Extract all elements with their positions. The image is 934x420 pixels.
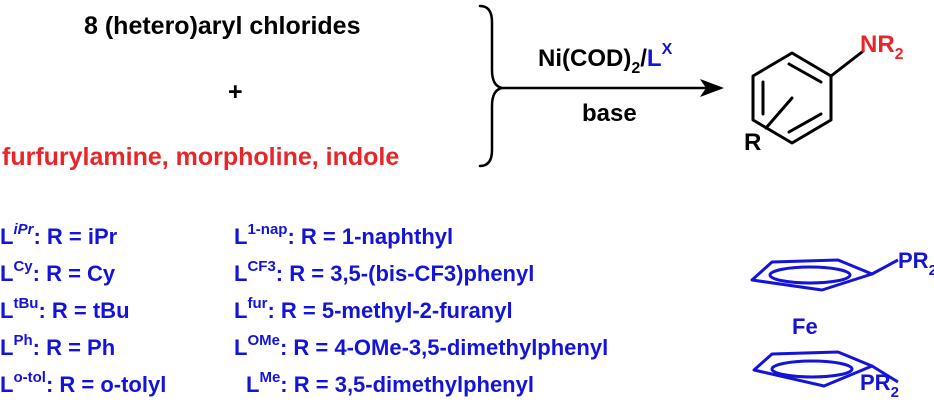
catalyst-label: Ni(COD)2/LX xyxy=(538,41,673,77)
catalyst-subscript: 2 xyxy=(631,60,640,77)
ligand-superscript: OMe xyxy=(247,332,280,349)
ligand-letter: L xyxy=(246,372,259,397)
ligand-entry: LiPr: R = iPr xyxy=(0,221,118,249)
ligand-letter: L xyxy=(234,261,247,286)
ligand-substituent: Cy xyxy=(87,261,116,286)
ligand-separator: : R = xyxy=(33,224,87,249)
ligand-entry: LPh: R = Ph xyxy=(0,332,115,360)
ligand-separator: : R = xyxy=(33,261,87,286)
ferrocene-top-subscript: 2 xyxy=(929,262,934,279)
ligand-letter: L xyxy=(0,335,13,360)
ligand-letter: L xyxy=(234,335,247,360)
ligand-separator: : R = xyxy=(38,298,92,323)
ligand-substituent: 4-OMe-3,5-dimethylphenyl xyxy=(334,335,608,360)
ligand-entry: Lo-tol: R = o-tolyl xyxy=(0,369,166,397)
ligand-superscript: Ph xyxy=(13,332,32,349)
reaction-arrow-head xyxy=(700,79,724,97)
ligand-substituent: o-tolyl xyxy=(100,372,166,397)
ligand-superscript: 1-nap xyxy=(247,221,287,238)
ligand-letter: L xyxy=(0,224,13,249)
ligand-entry: Lfur: R = 5-methyl-2-furanyl xyxy=(234,295,513,323)
ligand-separator: : R = xyxy=(46,372,100,397)
ligand-letter: L xyxy=(0,261,13,286)
ligand-letter: L xyxy=(234,224,247,249)
reactant-amines: furfurylamine, morpholine, indole xyxy=(2,143,399,171)
ligand-separator: : R = xyxy=(280,372,334,397)
ligand-letter: L xyxy=(0,372,13,397)
base-label: base xyxy=(582,100,637,127)
reactant-aryl-chlorides: 8 (hetero)aryl chlorides xyxy=(84,12,360,40)
ligand-separator: : R = xyxy=(287,224,341,249)
product-ring-substituent: R xyxy=(744,129,761,156)
ligand-list-right: L1-nap: R = 1-naphthyl LCF3: R = 3,5-(bi… xyxy=(234,221,608,397)
ligand-substituent: iPr xyxy=(88,224,118,249)
ligand-entry: LMe: R = 3,5-dimethylphenyl xyxy=(246,369,534,397)
ferrocene-top-pr: PR xyxy=(898,248,929,273)
ligand-superscript: Me xyxy=(259,369,280,386)
product-amine-subscript: 2 xyxy=(895,46,904,63)
ligand-separator: : R = xyxy=(280,335,334,360)
ligand-entry: LOMe: R = 4-OMe-3,5-dimethylphenyl xyxy=(234,332,608,360)
plus-sign: + xyxy=(228,78,243,106)
ferrocene-iron: Fe xyxy=(792,314,818,339)
ligand-substituent: 3,5-dimethylphenyl xyxy=(335,372,534,397)
ligand-substituent: 1-naphthyl xyxy=(342,224,453,249)
ferrocene-bottom-pr: PR xyxy=(860,370,891,395)
ligand-superscript: Cy xyxy=(13,258,33,275)
catalyst-nickel: Ni(COD) xyxy=(538,45,631,72)
ferrocene-top-phosphine: PR2 xyxy=(898,248,934,279)
ferrocene-top-ring xyxy=(750,258,899,292)
ligand-letter: L xyxy=(0,298,13,323)
ferrocene-bottom-subscript: 2 xyxy=(891,384,899,401)
product-benzene-ring xyxy=(751,50,864,145)
ligand-letter: L xyxy=(234,298,247,323)
ligand-list-left: LiPr: R = iPr LCy: R = Cy LtBu: R = tBu … xyxy=(0,221,166,397)
ferrocene-bottom-ring xyxy=(752,350,899,388)
ligand-entry: LCy: R = Cy xyxy=(0,258,116,286)
ligand-superscript: iPr xyxy=(13,221,34,238)
curly-brace xyxy=(478,4,504,168)
catalyst-ligand-superscript: X xyxy=(662,41,673,58)
ligand-separator: : R = xyxy=(33,335,87,360)
ligand-separator: : R = xyxy=(276,261,330,286)
product-amine-nr: NR xyxy=(860,31,895,58)
ligand-superscript: o-tol xyxy=(13,369,45,386)
ligand-substituent: tBu xyxy=(93,298,130,323)
ligand-entry: L1-nap: R = 1-naphthyl xyxy=(234,221,453,249)
catalyst-ligand: L xyxy=(647,45,662,72)
ligand-substituent: Ph xyxy=(87,335,115,360)
ligand-separator: : R = xyxy=(267,298,321,323)
ferrocene-bottom-phosphine: PR2 xyxy=(860,370,899,401)
product-amine-group: NR2 xyxy=(860,31,904,63)
catalyst-slash: / xyxy=(640,45,647,72)
ligand-superscript: fur xyxy=(247,295,267,312)
ligand-entry: LCF3: R = 3,5-(bis-CF3)phenyl xyxy=(234,258,534,286)
ligand-substituent: 5-methyl-2-furanyl xyxy=(322,298,513,323)
ligand-substituent: 3,5-(bis-CF3)phenyl xyxy=(330,261,534,286)
ligand-superscript: CF3 xyxy=(247,258,275,275)
ligand-superscript: tBu xyxy=(13,295,38,312)
ligand-entry: LtBu: R = tBu xyxy=(0,295,130,323)
